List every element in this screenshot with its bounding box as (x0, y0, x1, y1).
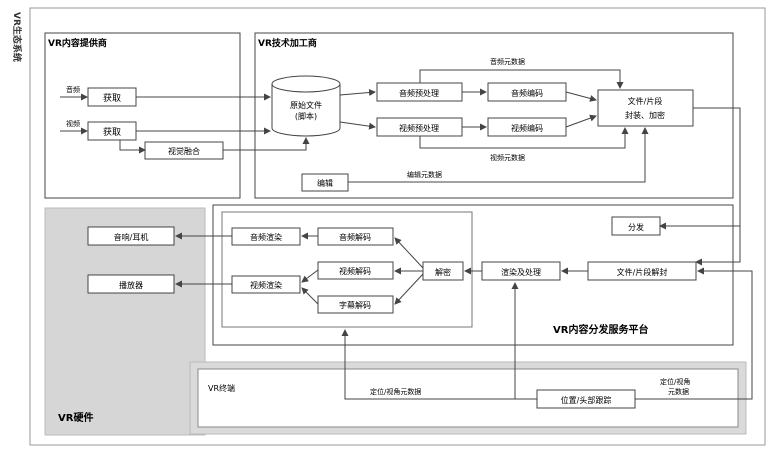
subtitle-decode-box (317, 295, 394, 314)
vertical-title: VR生态系统 (11, 12, 23, 62)
video-meta-label: 视频元数据 (490, 153, 525, 162)
audio-render-text: 音频渲染 (250, 232, 282, 242)
distribute-text: 分发 (628, 222, 644, 232)
player-text: 播放器 (119, 280, 143, 290)
input-audio-label: 音频 (66, 85, 80, 94)
file-pack-text2: 封装、加密 (625, 110, 665, 120)
decrypt-text: 解密 (435, 267, 451, 277)
video-decode-text: 视频解码 (339, 266, 371, 276)
headphones-text: 音响/耳机 (114, 232, 149, 242)
terminal-label: VR终端 (208, 383, 235, 393)
subtitle-decode-text: 字幕解码 (339, 300, 371, 310)
editor-meta-label: 编辑元数据 (407, 170, 442, 179)
processor-label: VR技术加工商 (258, 37, 317, 49)
capture-audio-text: 获取 (103, 93, 121, 104)
editor-text: 编辑 (317, 178, 333, 188)
platform-label: VR内容分发服务平台 (553, 323, 648, 336)
hardware-label: VR硬件 (58, 411, 93, 424)
audio-decode-text: 音频解码 (339, 232, 371, 242)
position-meta-right-line2: 元数据 (668, 387, 689, 396)
terminal-inner (197, 368, 739, 428)
video-preprocess-text: 视频预处理 (399, 123, 439, 133)
audio-meta-label: 音频元数据 (490, 57, 525, 66)
motion-sensor-text: 位置/头部跟踪 (561, 395, 612, 405)
video-encode-text: 视频编码 (511, 123, 543, 133)
audio-encode-text: 音频编码 (511, 88, 543, 98)
source-file-text1: 原始文件 (290, 100, 322, 110)
file-pack-box (597, 89, 694, 127)
position-meta-right-line1: 定位/视角 (660, 377, 690, 386)
headphones-box (87, 226, 175, 246)
video-render-text: 视频渲染 (250, 280, 282, 290)
render-proc-text: 渲染及处理 (501, 267, 541, 277)
hardware-region (44, 207, 206, 436)
file-decap-text: 文件/片段解封 (617, 267, 668, 277)
position-meta-label: 定位/视角元数据 (370, 387, 421, 396)
provider-label: VR内容提供商 (48, 37, 107, 49)
player-box (87, 274, 175, 294)
file-pack-text1: 文件/片段 (628, 96, 663, 106)
av-sync-text: 视觉融合 (168, 146, 200, 156)
audio-preprocess-text: 音频预处理 (399, 88, 439, 98)
capture-video-text: 获取 (103, 127, 121, 138)
source-file-text2: (脚本) (295, 111, 317, 121)
input-video-label: 视频 (66, 119, 80, 128)
source-file-cylinder (271, 75, 341, 137)
provider-region (44, 32, 241, 199)
